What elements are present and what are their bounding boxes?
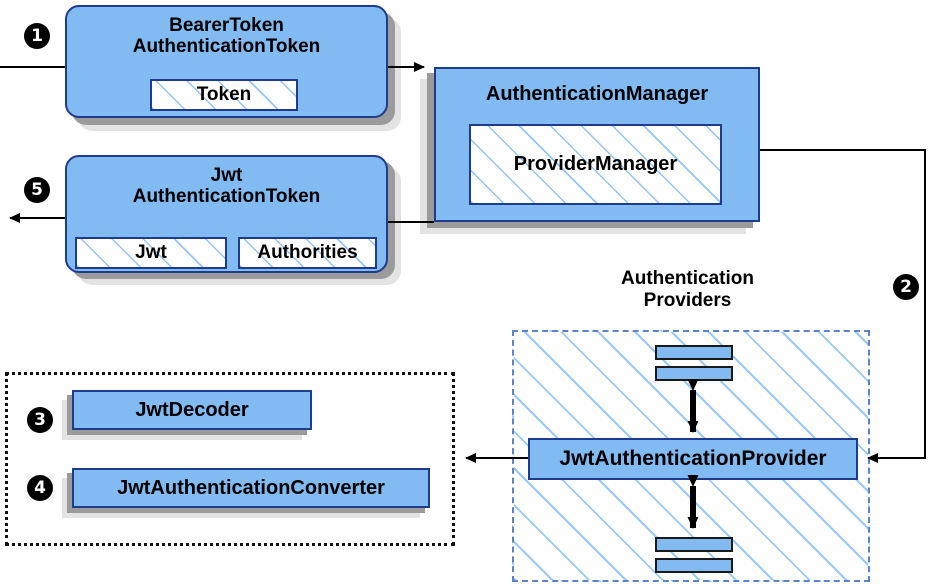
step-badge-5-label: 5 bbox=[31, 180, 43, 200]
inner-box-provider-manager-label: ProviderManager bbox=[513, 153, 678, 175]
inner-box-authorities[interactable]: Authorities bbox=[238, 237, 377, 269]
inner-box-provider-manager[interactable]: ProviderManager bbox=[469, 124, 722, 205]
jwt-decoder-label: JwtDecoder bbox=[135, 398, 249, 421]
node-jwt-decoder[interactable]: JwtDecoder bbox=[72, 390, 312, 430]
step-badge-2: 2 bbox=[893, 274, 919, 300]
provider-stub-top-bar-1 bbox=[655, 345, 733, 360]
providers-region-title-line2: Providers bbox=[643, 289, 732, 311]
inner-box-token[interactable]: Token bbox=[150, 79, 298, 111]
jwt-token-title-line1: Jwt bbox=[210, 165, 243, 186]
step-badge-2-label: 2 bbox=[900, 277, 912, 297]
jwt-support-region bbox=[5, 372, 455, 546]
provider-stub-top-bar-2 bbox=[655, 366, 733, 381]
step-badge-4-label: 4 bbox=[34, 478, 46, 498]
inner-box-jwt[interactable]: Jwt bbox=[75, 237, 227, 269]
step-badge-5: 5 bbox=[24, 177, 50, 203]
inner-box-token-label: Token bbox=[196, 84, 252, 105]
bearer-token-title-line1: BearerToken bbox=[169, 15, 284, 36]
provider-stub-bottom-bar-1 bbox=[655, 537, 733, 552]
providers-region-title-line1: Authentication bbox=[621, 268, 754, 289]
inner-box-jwt-label: Jwt bbox=[135, 242, 167, 263]
node-bearer-token-authentication-token[interactable]: BearerToken AuthenticationToken bbox=[65, 5, 388, 118]
bearer-token-title-line2: AuthenticationToken bbox=[132, 36, 321, 58]
step-badge-1-label: 1 bbox=[31, 26, 43, 46]
inner-box-authorities-label: Authorities bbox=[257, 242, 358, 263]
node-jwt-authentication-provider[interactable]: JwtAuthenticationProvider bbox=[528, 438, 858, 480]
step-badge-1: 1 bbox=[24, 23, 50, 49]
providers-region-title: Authentication Providers bbox=[565, 268, 810, 311]
jwt-token-title-line2: AuthenticationToken bbox=[132, 186, 321, 208]
jwt-authentication-converter-label: JwtAuthenticationConverter bbox=[117, 476, 385, 499]
step-badge-4: 4 bbox=[27, 475, 53, 501]
node-jwt-authentication-converter[interactable]: JwtAuthenticationConverter bbox=[72, 468, 430, 508]
provider-stub-bottom-bar-2 bbox=[655, 558, 733, 573]
step-badge-3: 3 bbox=[27, 407, 53, 433]
step-badge-3-label: 3 bbox=[34, 410, 46, 430]
jwt-authentication-provider-label: JwtAuthenticationProvider bbox=[559, 447, 827, 471]
authentication-manager-title: AuthenticationManager bbox=[485, 83, 709, 105]
